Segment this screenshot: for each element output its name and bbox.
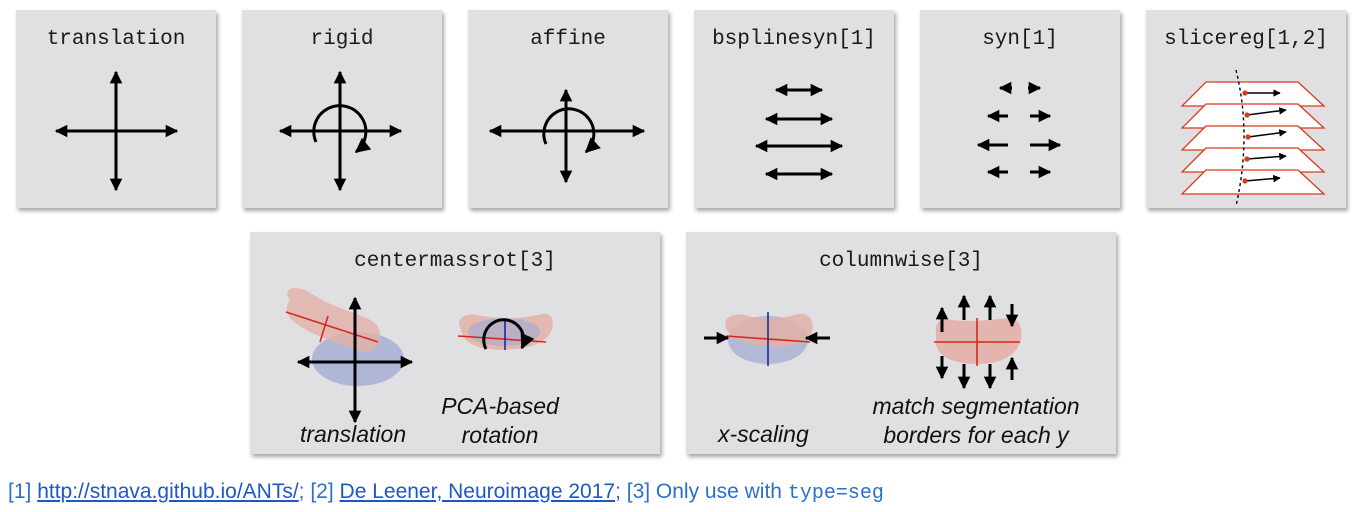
ref3-text: ; [3] Only use with (615, 480, 788, 503)
ants-link[interactable]: http://stnava.github.io/ANTs/ (37, 480, 299, 503)
rigid-rotation-icon (278, 70, 403, 192)
translation-axes-icon (54, 70, 179, 192)
syn-arrows-icon (976, 81, 1062, 179)
centermass-translation-icon (285, 288, 414, 424)
caption-translation: translation (300, 421, 407, 447)
caption-pca-line1: PCA-based (441, 393, 559, 419)
ref1-prefix: [1] (8, 480, 38, 503)
type-seg-code: type=seg (787, 482, 884, 505)
slicereg-slices-icon (1180, 69, 1326, 207)
xscaling-icon (704, 312, 830, 366)
panel-affine: affine (468, 10, 668, 208)
deleener-link[interactable]: De Leener, Neuroimage 2017 (339, 480, 616, 503)
caption-match-line1: match segmentation (872, 393, 1080, 419)
panel-title-columnwise: columnwise[3] (819, 250, 983, 273)
panel-title-bsplinesyn: bsplinesyn[1] (712, 28, 876, 51)
panel-bsplinesyn: bsplinesyn[1] (694, 10, 894, 208)
caption-match-line2: borders for each y (883, 422, 1069, 448)
pca-rotation-icon (457, 313, 553, 350)
panel-syn: syn[1] (920, 10, 1120, 208)
panel-columnwise: columnwise[3] x-scaling match segmentati… (686, 232, 1116, 454)
caption-pca-line2: rotation (461, 422, 539, 448)
panel-centermassrot: centermassrot[3] translation PCA-based r… (250, 232, 660, 454)
panel-title-rigid: rigid (310, 28, 374, 51)
panel-title-translation: translation (46, 28, 186, 51)
panel-rigid: rigid (242, 10, 442, 208)
match-borders-icon (934, 294, 1022, 390)
caption-pca-rotation: PCA-based rotation (440, 392, 560, 450)
bspline-arrows-icon (754, 83, 844, 181)
affine-transform-icon (488, 88, 646, 184)
panel-slicereg: slicereg[1,2] (1146, 10, 1346, 208)
panel-title-affine: affine (530, 28, 606, 51)
caption-match-borders: match segmentation borders for each y (856, 392, 1096, 450)
panel-translation: translation (16, 10, 216, 208)
ref2-prefix: ; [2] (298, 480, 340, 503)
panel-title-slicereg: slicereg[1,2] (1164, 28, 1328, 51)
caption-xscaling: x-scaling (718, 421, 809, 447)
references-footer: [1] http://stnava.github.io/ANTs/; [2] D… (8, 480, 884, 505)
panel-title-centermassrot: centermassrot[3] (354, 250, 556, 273)
panel-title-syn: syn[1] (982, 28, 1058, 51)
